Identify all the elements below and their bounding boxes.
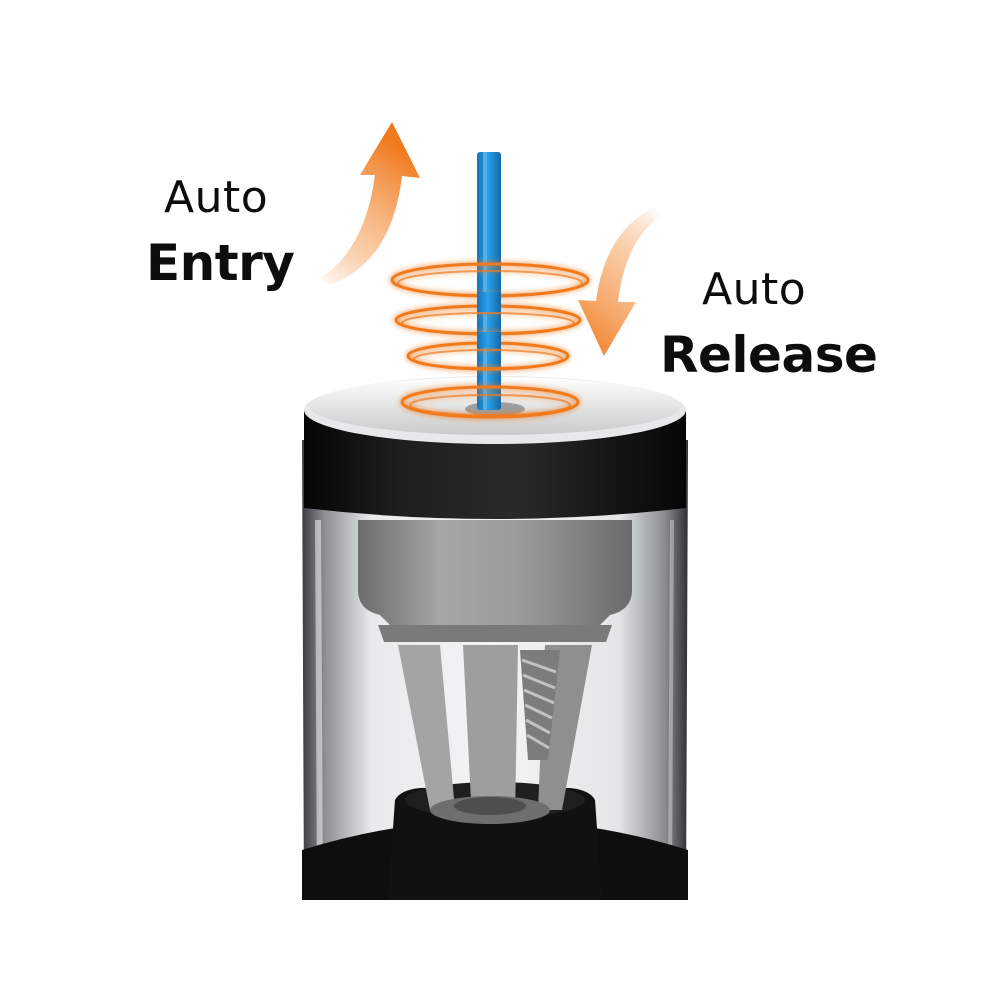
curved-up-arrow-icon (320, 122, 420, 285)
pencil (477, 152, 501, 410)
auto-release-label: Auto Release (660, 264, 878, 384)
auto-release-line2: Release (660, 326, 878, 384)
pencil-front-segment (477, 292, 501, 312)
auto-entry-line2: Entry (146, 234, 295, 292)
auto-entry-line1: Auto (164, 172, 269, 223)
curved-down-arrow-icon (578, 198, 690, 356)
blade-holder (358, 520, 632, 824)
auto-release-line1: Auto (702, 264, 807, 315)
pencil-front-segment-2 (477, 332, 501, 348)
auto-entry-label: Auto Entry (146, 172, 295, 292)
